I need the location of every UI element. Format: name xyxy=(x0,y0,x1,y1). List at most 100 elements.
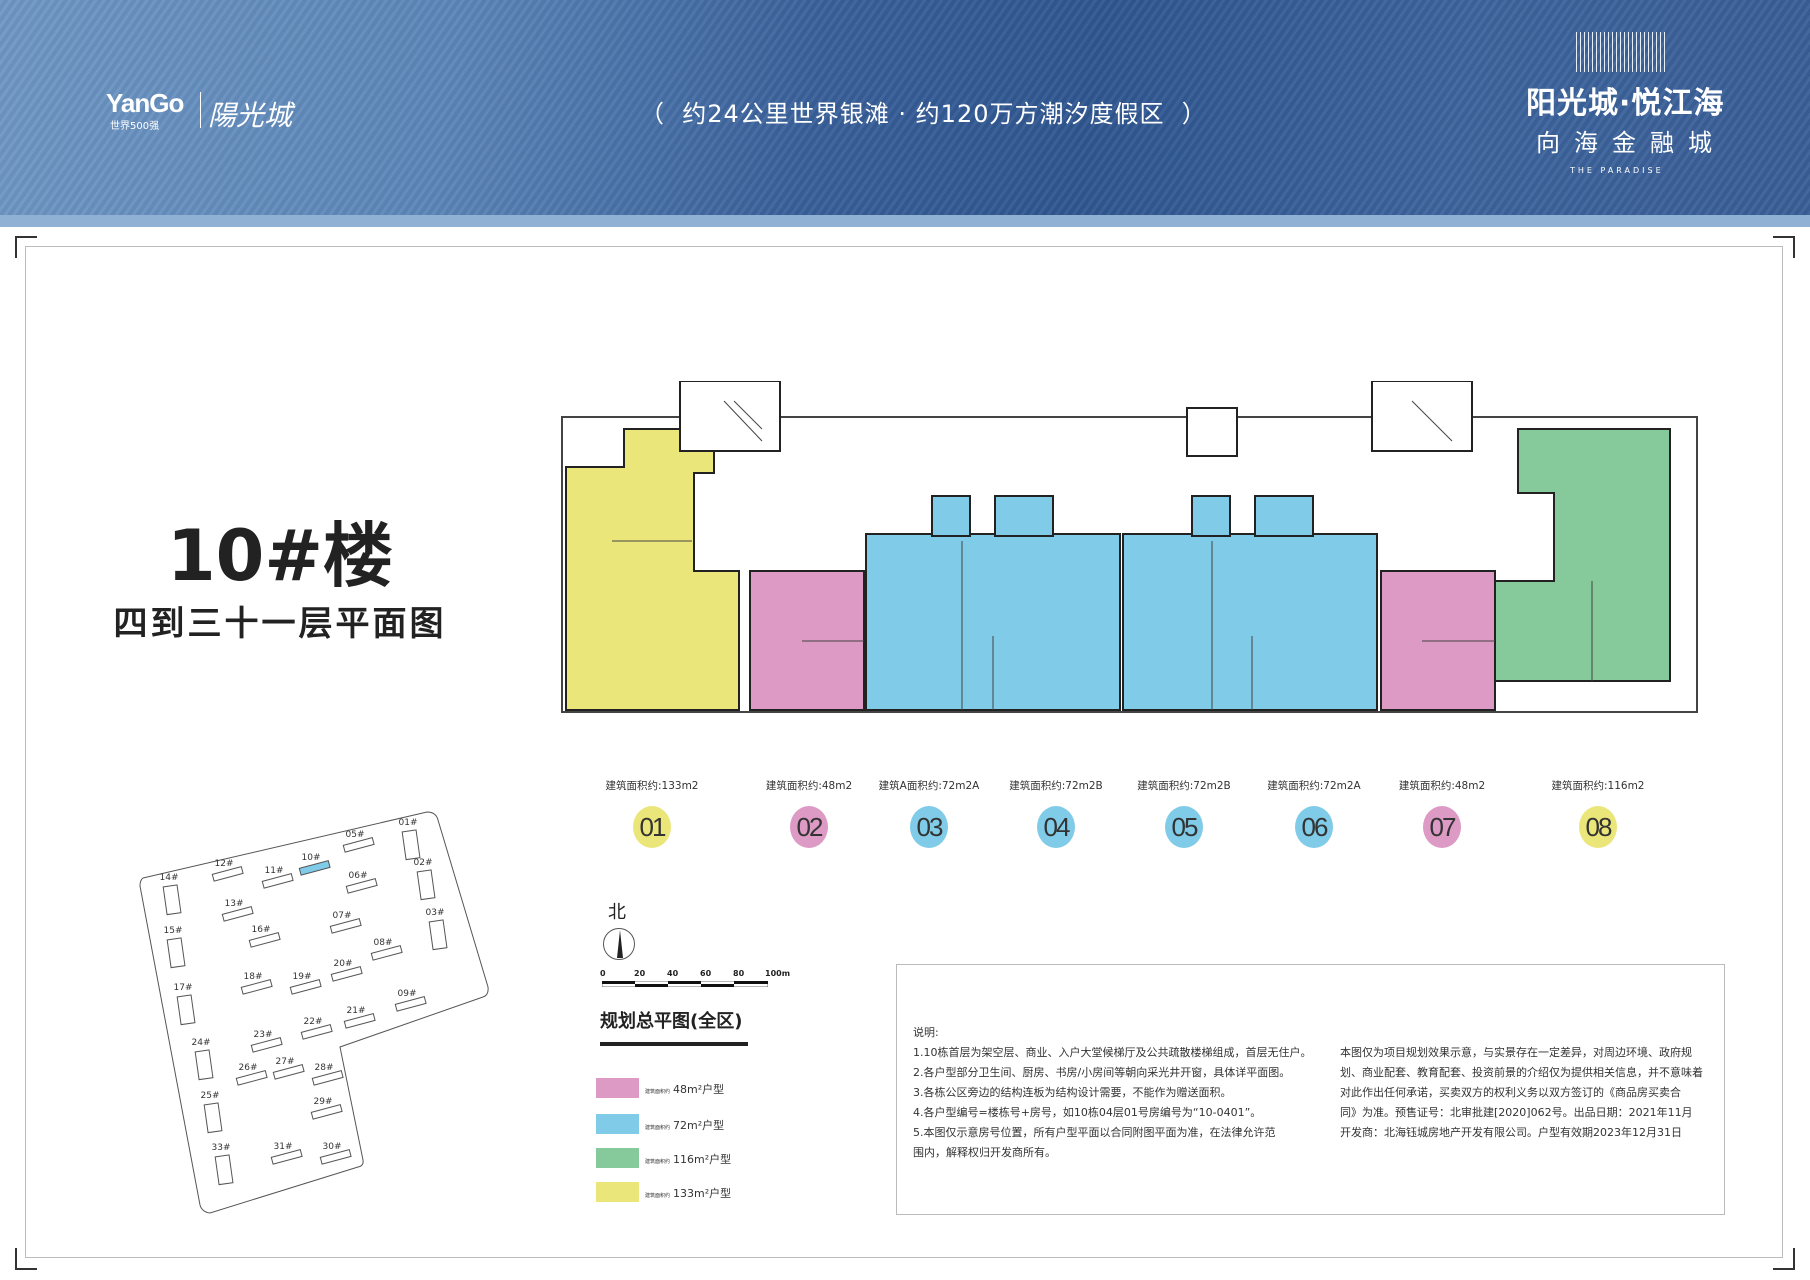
note-line-left: 1.10栋首层为架空层、商业、入户大堂候梯厅及公共疏散楼梯组成，首层无住户。 xyxy=(913,1046,1312,1059)
unit-06-top xyxy=(1254,495,1314,537)
scale-tick-label: 80 xyxy=(733,969,745,978)
project-logo-mark xyxy=(1576,32,1668,72)
floor-plan xyxy=(561,381,1698,713)
site-building-label: 13# xyxy=(224,899,244,909)
unit-area-label: 建筑面积约:48m2 xyxy=(765,780,853,792)
unit-area-label: 建筑面积约:48m2 xyxy=(1398,780,1486,792)
unit-badge-02: 02 xyxy=(790,806,828,848)
site-building-label: 30# xyxy=(322,1142,342,1152)
site-building-label: 22# xyxy=(303,1017,323,1027)
legend-swatch xyxy=(596,1114,639,1134)
site-building-label: 07# xyxy=(332,911,352,921)
scale-tick-label: 100m xyxy=(765,969,791,978)
site-building-label: 20# xyxy=(333,959,353,969)
developer-logo-cn: 陽光城 xyxy=(208,99,293,132)
north-arrow-icon xyxy=(603,928,635,960)
site-building-label: 17# xyxy=(173,983,193,993)
site-building-label: 28# xyxy=(314,1063,334,1073)
unit-badge-05: 05 xyxy=(1165,806,1203,848)
note-line-right: 划、商业配套、教育配套、投资前景的介绍仅为提供相关信息，并不意味着 xyxy=(1340,1066,1703,1079)
building-title: 10#楼 xyxy=(166,515,394,597)
legend-prefix: 建筑面积约 xyxy=(645,1125,671,1131)
core-east xyxy=(1371,381,1473,452)
site-building-label: 26# xyxy=(238,1063,258,1073)
unit-area-label: 建筑面积约:133m2 xyxy=(605,780,699,792)
site-building-label: 01# xyxy=(398,818,418,828)
floor-plan-subtitle: 四到三十一层平面图 xyxy=(113,604,447,644)
note-line-left: 4.各户型编号=楼栋号+房号，如10栋04层01号房编号为“10-0401”。 xyxy=(913,1106,1262,1119)
site-building-label: 19# xyxy=(292,972,312,982)
legend-swatch xyxy=(596,1078,639,1098)
site-building-label: 11# xyxy=(264,866,284,876)
note-line-left: 5.本图仅示意房号位置，所有户型平面以合同附图平面为准，在法律允许范 xyxy=(913,1126,1276,1139)
site-building-label: 10# xyxy=(301,853,321,863)
unit-badge-06: 06 xyxy=(1295,806,1333,848)
elevator-center xyxy=(1186,407,1238,457)
unit-area-label: 建筑A面积约:72m2A xyxy=(878,780,980,792)
site-building-label: 31# xyxy=(273,1142,293,1152)
scale-tick-label: 60 xyxy=(700,969,712,978)
unit-badge-08: 08 xyxy=(1579,806,1617,848)
site-building-label: 05# xyxy=(345,830,365,840)
site-building-label: 24# xyxy=(191,1038,211,1048)
site-building-label: 21# xyxy=(346,1006,366,1016)
site-building-label: 16# xyxy=(251,925,271,935)
logo-divider xyxy=(200,92,201,128)
unit-08-area xyxy=(1494,428,1671,682)
scale-tick-label: 0 xyxy=(600,969,606,978)
site-building-label: 33# xyxy=(211,1143,231,1153)
project-title: 阳光城·悦江海 xyxy=(1526,86,1725,121)
core-west xyxy=(679,381,781,452)
site-building-label: 25# xyxy=(200,1091,220,1101)
legend-prefix: 建筑面积约 xyxy=(645,1089,671,1095)
unit-04-top xyxy=(994,495,1054,537)
site-building-label: 06# xyxy=(348,871,368,881)
header-banner xyxy=(0,0,1810,215)
note-line-right: 同》为准。预售证号：北审批建[2020]062号。出品日期：2021年11月 xyxy=(1340,1106,1693,1119)
developer-logo: YanGo xyxy=(106,88,184,118)
slogan: （ 约24公里世界银滩 · 约120万方潮汐度假区 ） xyxy=(640,100,1207,128)
scale-tick-label: 20 xyxy=(634,969,646,978)
unit-03-top xyxy=(931,495,971,537)
legend-label: 48m²户型 xyxy=(673,1083,725,1096)
legend-swatch xyxy=(596,1182,639,1202)
unit-badge-04: 04 xyxy=(1037,806,1075,848)
legend-label: 72m²户型 xyxy=(673,1119,725,1132)
legend-label: 116m²户型 xyxy=(673,1153,732,1166)
site-building-label: 08# xyxy=(373,938,393,948)
site-plan-title: 规划总平图(全区) xyxy=(600,1011,743,1032)
content-frame xyxy=(25,246,1783,1258)
notes-box xyxy=(896,964,1725,1215)
site-building-label: 29# xyxy=(313,1097,333,1107)
site-building-label: 03# xyxy=(425,908,445,918)
site-building-label: 14# xyxy=(159,873,179,883)
site-building-label: 09# xyxy=(397,989,417,999)
unit-badge-01: 01 xyxy=(633,806,671,848)
project-subtitle: 向海金融城 xyxy=(1536,129,1726,157)
unit-05-top xyxy=(1191,495,1231,537)
project-en: THE PARADISE xyxy=(1570,166,1664,175)
site-building-label: 27# xyxy=(275,1057,295,1067)
site-building-label: 12# xyxy=(214,859,234,869)
unit-area-label: 建筑面积约:72m2B xyxy=(1137,780,1231,792)
interior-walls xyxy=(612,400,1593,710)
legend-prefix: 建筑面积约 xyxy=(645,1159,671,1165)
corner-mark xyxy=(1773,236,1795,258)
developer-logo-sub: 世界500强 xyxy=(110,121,160,132)
unit-badge-03: 03 xyxy=(910,806,948,848)
scale-bar xyxy=(602,981,768,987)
unit-area-label: 建筑面积约:116m2 xyxy=(1551,780,1645,792)
unit-badge-07: 07 xyxy=(1423,806,1461,848)
corner-mark xyxy=(15,236,37,258)
note-line-right: 本图仅为项目规划效果示意，与实景存在一定差异，对周边环境、政府规 xyxy=(1340,1046,1692,1059)
note-line-right: 开发商：北海钰城房地产开发有限公司。户型有效期2023年12月31日 xyxy=(1340,1126,1682,1139)
north-label: 北 xyxy=(608,902,626,923)
header-strip xyxy=(0,215,1810,227)
scale-tick-label: 40 xyxy=(667,969,679,978)
legend-label: 133m²户型 xyxy=(673,1187,732,1200)
site-building-label: 15# xyxy=(163,926,183,936)
